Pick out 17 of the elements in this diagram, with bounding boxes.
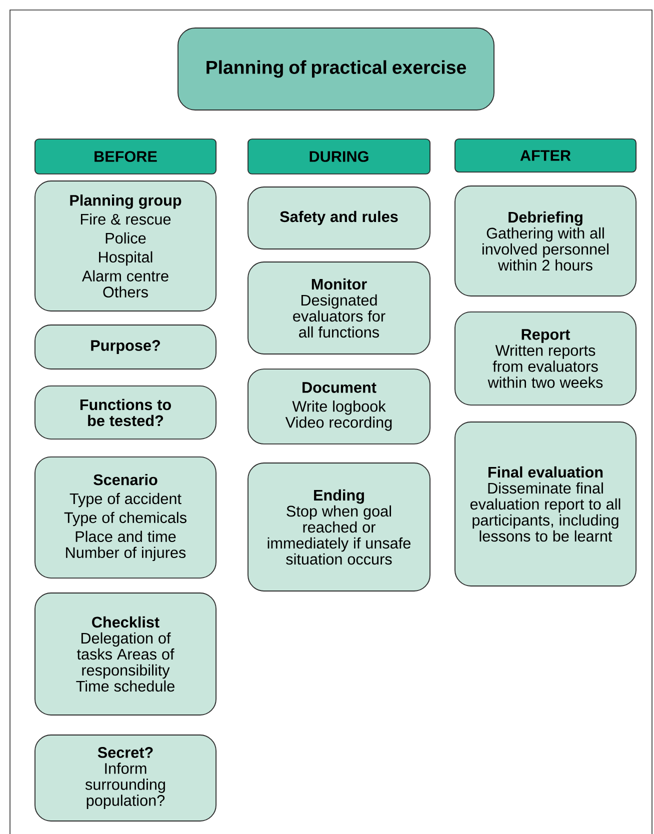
step-box: Report Written reports from evaluators within two weeks bbox=[454, 312, 636, 406]
column-header: DURING bbox=[248, 138, 430, 174]
step-box: Scenario Type of accident Type of chemicals Place and time Number of injures bbox=[34, 456, 216, 578]
step-box: Planning group Fire & rescue Police Hospital Alarm centre Others bbox=[34, 180, 216, 312]
step-box: Functions to be tested? bbox=[34, 386, 216, 440]
banner-box: Planning of practical exercise bbox=[178, 28, 494, 110]
column-header: AFTER bbox=[454, 138, 636, 172]
step-box: Safety and rules bbox=[248, 186, 430, 250]
step-box: Secret? Inform surrounding population? bbox=[34, 734, 216, 822]
step-box: Checklist Delegation of tasks Areas of responsibility Time schedule bbox=[34, 592, 216, 716]
step-box: Ending Stop when goal reached or immediately if unsafe situation occurs bbox=[248, 462, 430, 592]
step-box: Final evaluation Disseminate final evaluation report to all participants, including lessons to be learnt bbox=[454, 422, 636, 586]
step-box: Debriefing Gathering with all involved personnel within 2 hours bbox=[454, 186, 636, 296]
step-box: Document Write logbook Video recording bbox=[248, 368, 430, 444]
column-header: BEFORE bbox=[34, 138, 216, 174]
step-box: Monitor Designated evaluators for all functions bbox=[248, 262, 430, 354]
step-box: Purpose? bbox=[34, 324, 216, 370]
